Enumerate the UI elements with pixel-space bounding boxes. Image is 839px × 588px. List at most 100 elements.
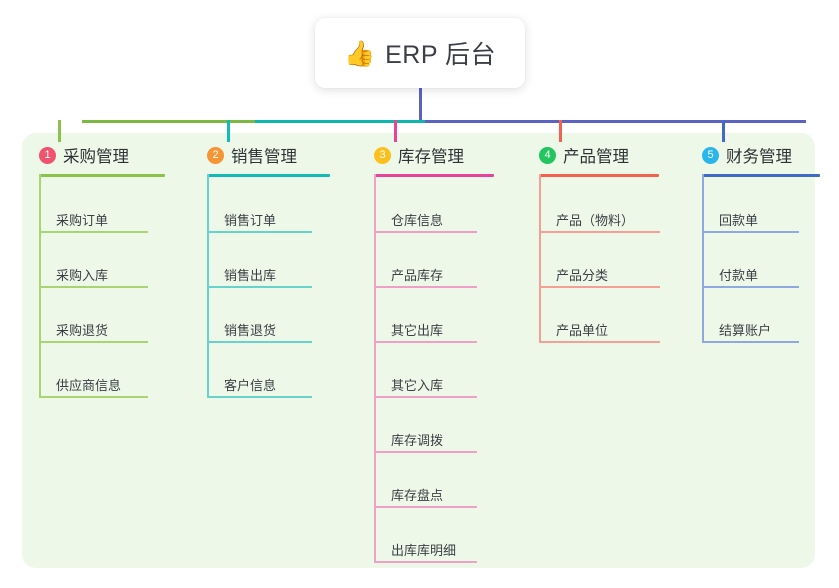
branch-header-2[interactable]: 2 销售管理 xyxy=(190,133,297,177)
leaf-item[interactable]: 结算账户 xyxy=(702,319,799,343)
leaf-item[interactable]: 其它入库 xyxy=(374,374,477,398)
leaf-item[interactable]: 产品（物料） xyxy=(539,209,660,233)
thumbs-up-icon: 👍 xyxy=(343,38,376,68)
leaf-underline xyxy=(374,396,477,398)
leaf-underline xyxy=(374,286,477,288)
leaf-item[interactable]: 产品单位 xyxy=(539,319,660,343)
leaf-underline xyxy=(702,231,799,233)
leaf-underline xyxy=(702,341,799,343)
leaf-underline xyxy=(374,506,477,508)
branch-header-3[interactable]: 3 库存管理 xyxy=(357,133,464,177)
branch-badge-2: 2 xyxy=(207,146,224,164)
branch-badge-1: 1 xyxy=(39,146,56,164)
connector-drop-branch-4 xyxy=(559,120,562,142)
branch-column-2: 2 销售管理销售订单销售出库销售退货客户信息 xyxy=(190,133,330,398)
connector-root-stem xyxy=(419,86,422,123)
leaf-underline xyxy=(702,286,799,288)
branch-title-5: 财务管理 xyxy=(726,148,792,166)
leaf-underline xyxy=(207,286,312,288)
leaf-label: 结算账户 xyxy=(719,323,772,338)
branch-badge-3: 3 xyxy=(374,146,391,164)
leaf-label: 回款单 xyxy=(719,213,759,228)
leaf-item[interactable]: 库存调拨 xyxy=(374,429,477,453)
leaf-item[interactable]: 销售订单 xyxy=(207,209,312,233)
branches-background-panel xyxy=(22,133,815,568)
leaf-item[interactable]: 产品分类 xyxy=(539,264,660,288)
leaf-label: 其它出库 xyxy=(391,323,444,338)
leaf-underline xyxy=(374,451,477,453)
leaf-item[interactable]: 回款单 xyxy=(702,209,799,233)
leaf-item[interactable]: 销售退货 xyxy=(207,319,312,343)
leaf-item[interactable]: 产品库存 xyxy=(374,264,477,288)
leaf-label: 其它入库 xyxy=(391,378,444,393)
leaf-underline xyxy=(39,341,148,343)
root-node-content: 👍 ERP 后台 xyxy=(344,35,496,71)
leaf-underline xyxy=(539,286,660,288)
branch-spine-3 xyxy=(374,174,376,563)
branch-underline-4 xyxy=(539,174,659,177)
branch-title-2: 销售管理 xyxy=(231,148,297,166)
leaf-label: 付款单 xyxy=(719,268,759,283)
branch-spine-5 xyxy=(702,174,704,343)
leaf-item[interactable]: 仓库信息 xyxy=(374,209,477,233)
branch-title-3: 库存管理 xyxy=(398,148,464,166)
branch-header-1[interactable]: 1 采购管理 xyxy=(22,133,129,177)
leaf-label: 采购入库 xyxy=(56,268,109,283)
branch-column-1: 1 采购管理采购订单采购入库采购退货供应商信息 xyxy=(22,133,165,398)
leaf-label: 采购订单 xyxy=(56,213,109,228)
leaf-label: 产品分类 xyxy=(556,268,609,283)
branch-underline-3 xyxy=(374,174,494,177)
branch-column-3: 3 库存管理仓库信息产品库存其它出库其它入库库存调拨库存盘点出库库明细 xyxy=(357,133,494,563)
leaf-label: 客户信息 xyxy=(224,378,277,393)
leaf-label: 销售退货 xyxy=(224,323,277,338)
branch-columns: 1 采购管理采购订单采购入库采购退货供应商信息 2 销售管理销售订单销售出库销售退货客… xyxy=(22,133,820,568)
leaf-underline xyxy=(374,561,477,563)
leaf-item[interactable]: 采购入库 xyxy=(39,264,148,288)
leaf-label: 产品库存 xyxy=(391,268,444,283)
leaf-item[interactable]: 采购订单 xyxy=(39,209,148,233)
leaf-label: 采购退货 xyxy=(56,323,109,338)
leaf-item[interactable]: 付款单 xyxy=(702,264,799,288)
leaf-underline xyxy=(39,231,148,233)
branch-underline-1 xyxy=(39,174,165,177)
leaf-underline xyxy=(539,231,660,233)
connector-drop-branch-5 xyxy=(722,120,725,142)
leaf-label: 库存调拨 xyxy=(391,433,444,448)
leaf-label: 库存盘点 xyxy=(391,488,444,503)
connector-trunk-segment-green xyxy=(82,120,256,123)
leaf-item[interactable]: 库存盘点 xyxy=(374,484,477,508)
branch-spine-4 xyxy=(539,174,541,343)
leaf-underline xyxy=(374,231,477,233)
leaf-underline xyxy=(207,396,312,398)
connector-drop-branch-2 xyxy=(227,120,230,142)
connector-drop-branch-3 xyxy=(394,120,397,142)
leaf-item[interactable]: 出库库明细 xyxy=(374,539,477,563)
connector-trunk-segment-teal xyxy=(255,120,426,123)
leaf-item[interactable]: 其它出库 xyxy=(374,319,477,343)
leaf-underline xyxy=(374,341,477,343)
branch-title-1: 采购管理 xyxy=(63,148,129,166)
leaf-underline xyxy=(39,396,148,398)
root-node-erp-backend[interactable]: 👍 ERP 后台 xyxy=(315,18,525,88)
branch-underline-2 xyxy=(207,174,330,177)
leaf-item[interactable]: 供应商信息 xyxy=(39,374,148,398)
leaf-label: 销售订单 xyxy=(224,213,277,228)
leaf-item[interactable]: 采购退货 xyxy=(39,319,148,343)
leaf-underline xyxy=(539,341,660,343)
connector-drop-branch-1 xyxy=(58,120,61,142)
leaf-label: 出库库明细 xyxy=(391,543,457,558)
leaf-underline xyxy=(207,231,312,233)
leaf-underline xyxy=(207,341,312,343)
leaf-item[interactable]: 客户信息 xyxy=(207,374,312,398)
leaf-label: 供应商信息 xyxy=(56,378,122,393)
leaf-label: 销售出库 xyxy=(224,268,277,283)
leaf-item[interactable]: 销售出库 xyxy=(207,264,312,288)
branch-badge-4: 4 xyxy=(539,146,556,164)
root-node-title: ERP 后台 xyxy=(385,41,497,69)
leaf-label: 仓库信息 xyxy=(391,213,444,228)
